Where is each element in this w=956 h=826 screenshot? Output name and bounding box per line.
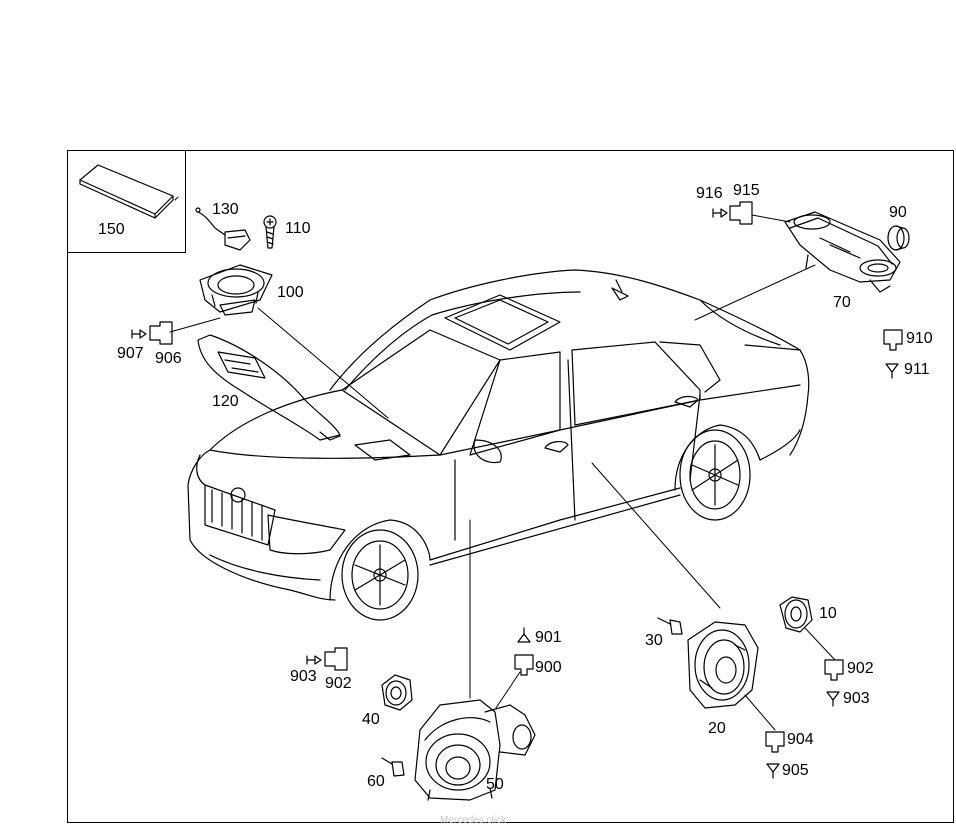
leader-lines [169,196,836,731]
screw-part-30 [657,617,683,635]
label-906: 906 [155,350,182,367]
label-70: 70 [833,294,851,311]
rivet-part-907 [131,329,147,339]
label-150: 150 [98,221,125,238]
car-outline [187,269,810,621]
speaker-housing-part-70 [784,211,901,293]
door-speaker-part-20 [687,621,759,709]
label-910: 910 [906,330,933,347]
watermark: Mercedes.click [440,815,507,826]
label-904: 904 [787,731,814,748]
woofer-enclosure-part-50 [414,699,536,801]
clip-part-900 [514,654,534,676]
clip-part-902-left [324,647,348,671]
label-20: 20 [708,720,726,737]
inset-box-part-150 [67,150,186,253]
trim-panel-part-120 [197,334,341,441]
label-903-right: 903 [843,690,870,707]
clip-part-910 [883,329,903,351]
label-60: 60 [367,773,385,790]
bolt-part-60 [381,757,405,777]
clip-part-902-right [824,659,844,681]
label-907: 907 [117,345,144,362]
label-901: 901 [535,629,562,646]
label-916: 916 [696,185,723,202]
clip-part-906 [149,321,173,345]
rivet-part-911 [885,363,899,379]
speaker-part-100 [199,264,273,316]
label-50: 50 [486,776,504,793]
rivet-part-916 [712,208,728,218]
speaker-part-40 [381,674,413,711]
label-110: 110 [285,220,311,237]
label-10: 10 [819,605,837,622]
clip-part-915 [729,201,753,225]
label-902-right: 902 [847,660,874,677]
label-40: 40 [362,711,380,728]
sensor-part-130 [195,207,251,251]
tweeter-part-90 [887,225,910,251]
label-30: 30 [645,632,663,649]
label-911: 911 [904,361,930,378]
rivet-part-903-left [306,655,322,665]
label-915: 915 [733,182,760,199]
label-903-left: 903 [290,668,317,685]
label-130: 130 [212,201,239,218]
rivet-part-903-right [826,691,840,707]
screw-part-110 [263,215,277,249]
rivet-part-905 [766,763,780,779]
diagram-frame [67,150,954,823]
label-902-left: 902 [325,675,352,692]
label-100: 100 [277,284,304,301]
label-90: 90 [889,204,907,221]
pad-part-150 [79,164,174,219]
label-120: 120 [212,393,239,410]
speaker-part-10 [779,596,813,633]
rivet-part-901 [517,627,531,643]
clip-part-904 [765,731,785,753]
label-900: 900 [535,659,562,676]
label-905: 905 [782,762,809,779]
